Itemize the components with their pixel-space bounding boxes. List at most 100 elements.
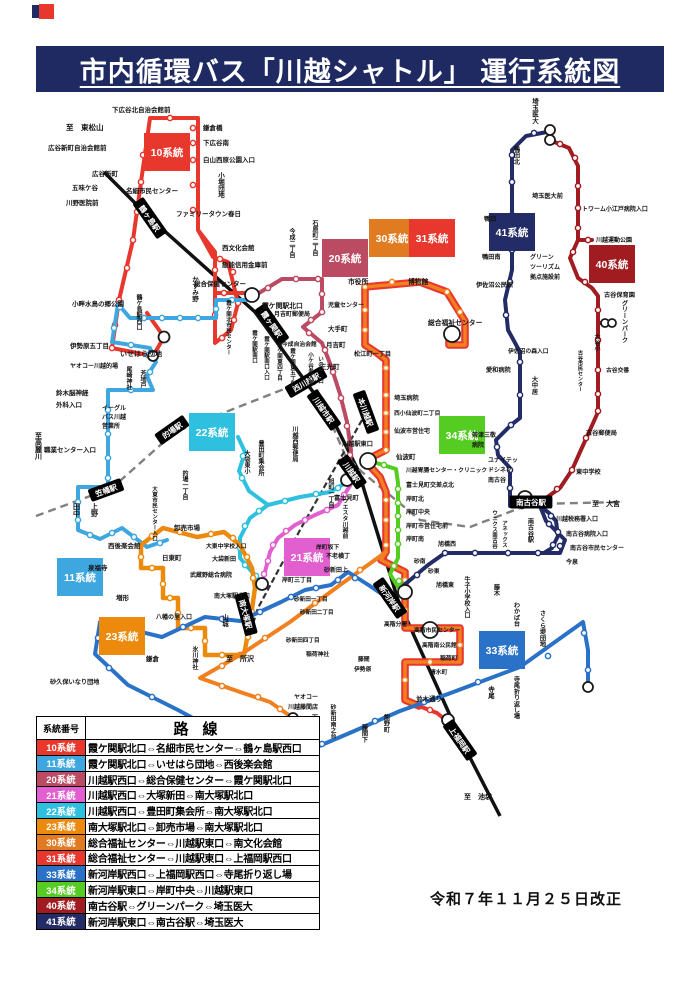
stop-label: 霞ケ関東四丁目 <box>276 341 283 382</box>
bus-stop-marker <box>594 407 602 415</box>
route-badge-label: 30系統 <box>376 232 409 245</box>
legend-row: 30系統総合福祉センター⇔川越駅東口⇔南文化会館 <box>37 834 319 851</box>
bus-stop-marker <box>104 406 112 414</box>
bus-stop-marker <box>218 662 226 670</box>
bus-stop-marker <box>394 485 402 493</box>
stop-label: 八幡の里入口 <box>155 613 192 621</box>
stop-label: 東中学校 <box>576 468 602 476</box>
stop-label: 五味ケ谷 <box>72 183 99 192</box>
legend-row: 23系統南大塚駅北口⇔卸売市場⇔南大塚駅北口 <box>37 818 319 835</box>
bus-stop-marker <box>243 553 251 561</box>
bus-stop-marker <box>493 443 501 451</box>
stop-label: 下広谷南 <box>203 138 230 147</box>
bus-stop-marker <box>426 706 434 714</box>
bus-stop-marker <box>456 308 464 316</box>
route-badge <box>322 239 368 277</box>
stop-label: 藤間下 <box>361 723 369 743</box>
bus-stop-marker <box>220 289 228 297</box>
stop-label: 霞ケ関駅南口入口 <box>263 335 271 382</box>
stop-label: 広谷新町 <box>92 169 119 178</box>
stop-label: 市役所 <box>348 277 369 286</box>
bus-stop-marker <box>305 329 313 337</box>
terminal-stop-marker <box>421 621 439 639</box>
route-badge <box>189 413 235 451</box>
legend-row: 40系統南古谷駅⇔グリーンパーク⇔埼玉医大 <box>37 897 319 914</box>
bus-stop-marker <box>189 139 197 147</box>
bus-stop-marker <box>116 303 124 311</box>
stop-label: 南古谷市民センター <box>570 544 624 552</box>
stop-label: 田中 <box>73 503 81 518</box>
stop-label: 川越駅東口 <box>341 440 373 448</box>
bus-stop-marker <box>594 366 602 374</box>
stop-label: 大袋新田 <box>212 555 236 563</box>
stop-label: ヤオコー <box>294 694 318 701</box>
route-badge-label: 23系統 <box>106 630 139 643</box>
bus-stop-marker <box>581 278 589 286</box>
bus-stop-marker <box>361 326 369 334</box>
bus-stop-marker <box>239 452 247 460</box>
legend-route-badge: 31系統 <box>37 850 86 866</box>
bus-stop-marker <box>307 316 315 324</box>
bus-stop-marker <box>390 562 398 570</box>
station-box-bg <box>509 495 553 509</box>
bus-stop-marker <box>158 314 166 322</box>
bus-stop-marker <box>148 564 156 572</box>
route-line-22 <box>238 479 351 584</box>
bus-stop-marker <box>394 526 402 534</box>
bus-stop-marker <box>547 512 555 520</box>
stop-label: いせはら団地 <box>120 349 162 358</box>
bus-stop-marker <box>129 236 137 244</box>
bus-stop-marker <box>594 306 602 314</box>
stop-label: 大中居 <box>531 375 538 395</box>
bus-stop-marker <box>146 368 154 376</box>
stop-label: 砂新田南之台 <box>329 703 337 740</box>
bus-stop-marker <box>312 490 320 498</box>
legend-route-badge: 11系統 <box>37 755 86 771</box>
stop-label: 的場一丁目 <box>181 469 188 501</box>
stop-label: 総合保健センター <box>194 279 246 288</box>
stop-label: 児童センター <box>327 301 364 309</box>
stop-label: 岸町三丁目 <box>282 576 312 584</box>
bus-stop-marker <box>420 698 428 706</box>
stop-label: 豊田町集会所 <box>257 439 265 477</box>
stop-label: 伊佐沼の森入口 <box>507 347 549 355</box>
corner-mark-blue <box>32 5 39 18</box>
stop-label: 古谷郵便局 <box>586 429 617 437</box>
bus-stop-marker <box>74 498 82 506</box>
legend-route-text: 川越駅西口⇔総合保健センター⇔霞ケ関駅北口 <box>88 775 292 787</box>
stop-label: 大手町 <box>328 324 348 333</box>
bus-stop-marker <box>264 557 272 565</box>
bus-stop-marker <box>574 204 582 212</box>
legend-header-no: 系統番号 <box>37 717 86 739</box>
bus-stop-marker <box>218 682 226 690</box>
bus-stop-marker <box>443 288 451 296</box>
stop-label: 砂新田一丁目 <box>293 595 328 603</box>
bus-stop-marker <box>74 516 82 524</box>
bus-stop-marker <box>229 268 237 276</box>
stop-label: 松江町一丁目 <box>354 350 391 358</box>
bus-stop-marker <box>534 549 542 557</box>
terminal-stop-marker <box>244 287 260 303</box>
stop-label: いの家入口 <box>317 356 325 385</box>
bus-stop-marker <box>382 446 390 454</box>
bus-stop-marker <box>218 334 226 342</box>
route-badge-label: 40系統 <box>596 258 629 271</box>
station-box: 上福岡駅 <box>443 719 477 761</box>
stop-label: 鶴ケ島駅西口 <box>135 293 142 331</box>
route-badge <box>479 631 525 669</box>
terminal-stop-marker <box>157 330 171 344</box>
bus-stop-marker <box>506 484 514 492</box>
legend-route-badge: 30系統 <box>37 834 86 850</box>
stop-label: かすみ野 <box>191 276 199 304</box>
stop-label: 伊勢原五丁目 <box>69 341 109 350</box>
legend-route-text: 川越駅西口⇔豊田町集会所⇔南大塚駅北口 <box>88 807 273 819</box>
stop-label: 南古谷病院入口 <box>566 530 608 538</box>
bus-stop-marker <box>508 178 516 186</box>
legend-route-text: 総合福祉センター⇔川越駅東口⇔南文化会館 <box>88 838 282 850</box>
stop-label: ユナイテッ <box>488 457 518 464</box>
stop-label: さくら堤団地 <box>539 610 546 648</box>
legend-route-badge: 40系統 <box>37 897 86 913</box>
station-box-bg <box>154 415 190 445</box>
stop-label: グリーン <box>530 253 554 261</box>
stop-label: 砂新田上 <box>323 566 348 574</box>
